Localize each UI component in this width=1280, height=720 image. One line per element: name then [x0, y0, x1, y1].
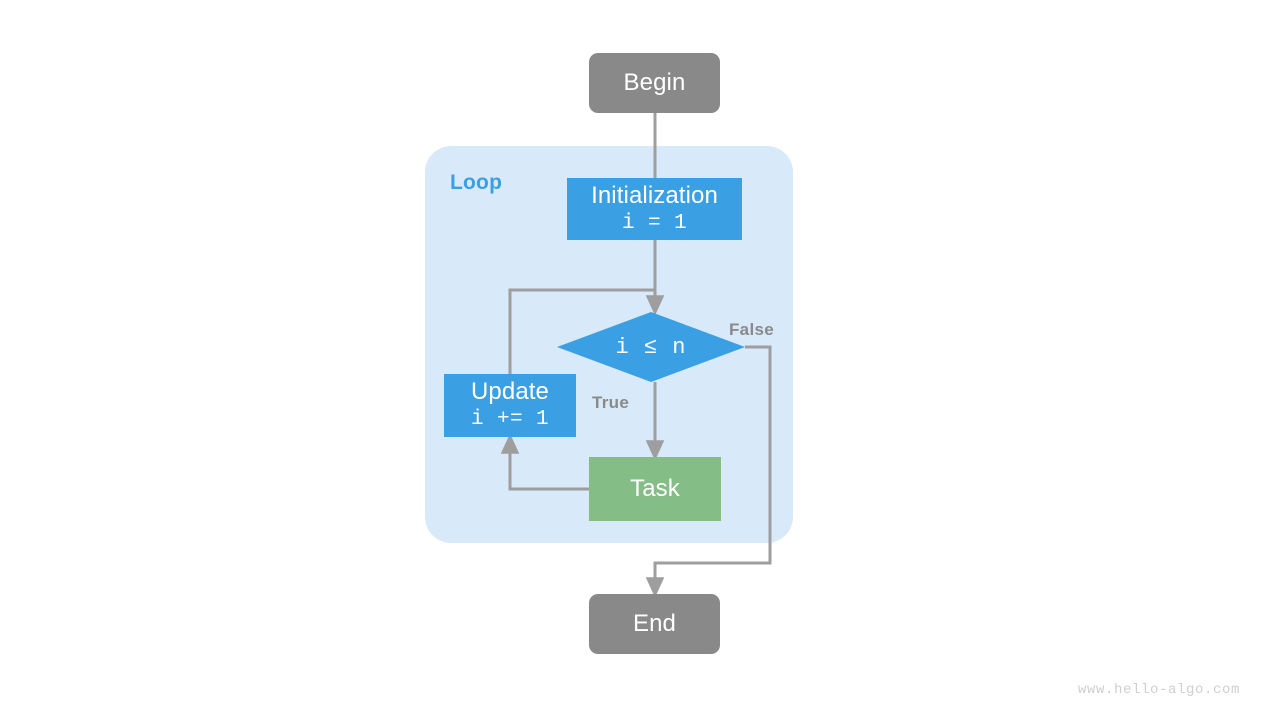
edge-label-false: False — [729, 320, 774, 339]
edge-label-true: True — [592, 393, 630, 412]
node-end[interactable]: End — [589, 594, 720, 654]
node-update[interactable]: Update i += 1 — [444, 374, 576, 437]
node-initialization-label: Initialization — [591, 181, 718, 209]
loop-group-label: Loop — [450, 171, 503, 194]
condition-diamond — [557, 312, 745, 382]
node-task-label: Task — [630, 474, 680, 502]
node-begin[interactable]: Begin — [589, 53, 720, 113]
edge-condition-to-end — [645, 345, 772, 598]
edge-update-to-condition — [508, 288, 655, 374]
watermark: www.hello-algo.com — [1077, 682, 1240, 698]
node-initialization[interactable]: Initialization i = 1 — [567, 178, 742, 240]
node-update-label: Update — [471, 378, 549, 406]
node-task[interactable]: Task — [589, 457, 721, 521]
edge-task-to-update — [500, 433, 589, 491]
node-initialization-expression: i = 1 — [621, 211, 687, 235]
node-end-label: End — [632, 609, 676, 637]
node-update-expression: i += 1 — [470, 408, 549, 432]
node-begin-label: Begin — [623, 68, 686, 96]
